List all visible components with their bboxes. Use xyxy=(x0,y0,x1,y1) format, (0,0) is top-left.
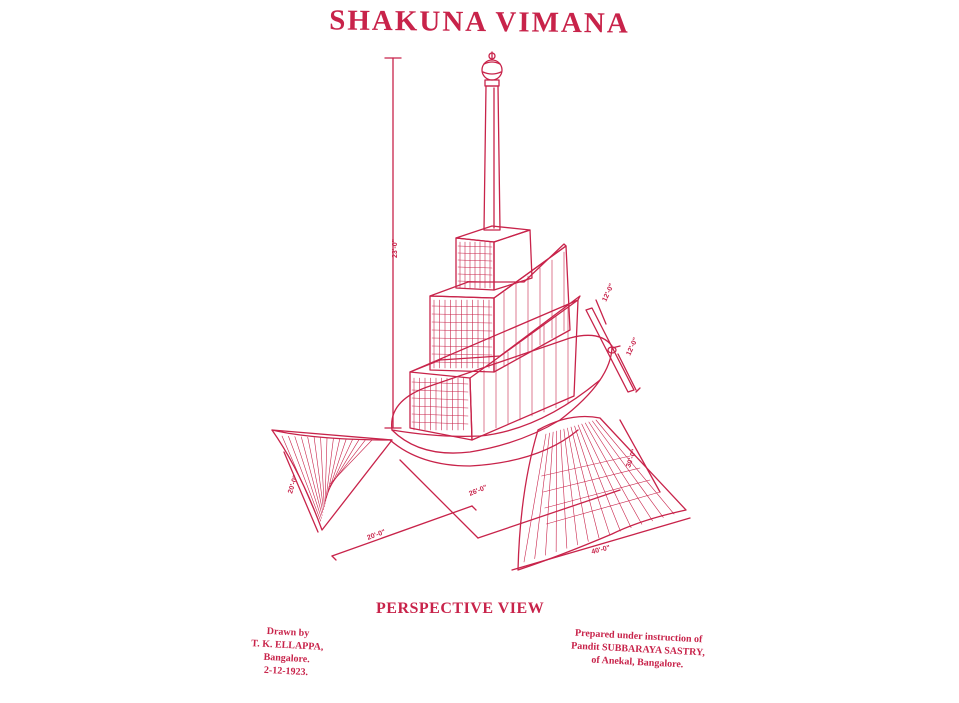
top-block xyxy=(455,225,533,291)
dimension-lines xyxy=(283,299,691,571)
hull xyxy=(389,334,613,467)
propeller xyxy=(585,307,635,393)
label-wing-base: 40'-0" xyxy=(591,545,611,556)
wing-fan xyxy=(517,415,687,571)
label-propeller-bottom: 12'-0" xyxy=(625,337,639,357)
mast-finial xyxy=(481,51,503,87)
label-body-length: 26'-0" xyxy=(468,484,488,498)
drawn-by-credit: Drawn by T. K. ELLAPPA, Bangalore. 2-12-… xyxy=(231,623,344,681)
label-propeller-top: 12'-0" xyxy=(601,283,615,303)
tail-fan xyxy=(271,429,393,531)
label-height: 23'-0" xyxy=(392,239,399,258)
height-dimension xyxy=(384,57,402,429)
view-caption: PERSPECTIVE VIEW xyxy=(376,600,545,617)
lower-tier xyxy=(409,295,581,441)
label-wing-length: 30'-0" xyxy=(625,448,638,468)
middle-tier xyxy=(429,243,571,373)
mast xyxy=(483,85,501,231)
